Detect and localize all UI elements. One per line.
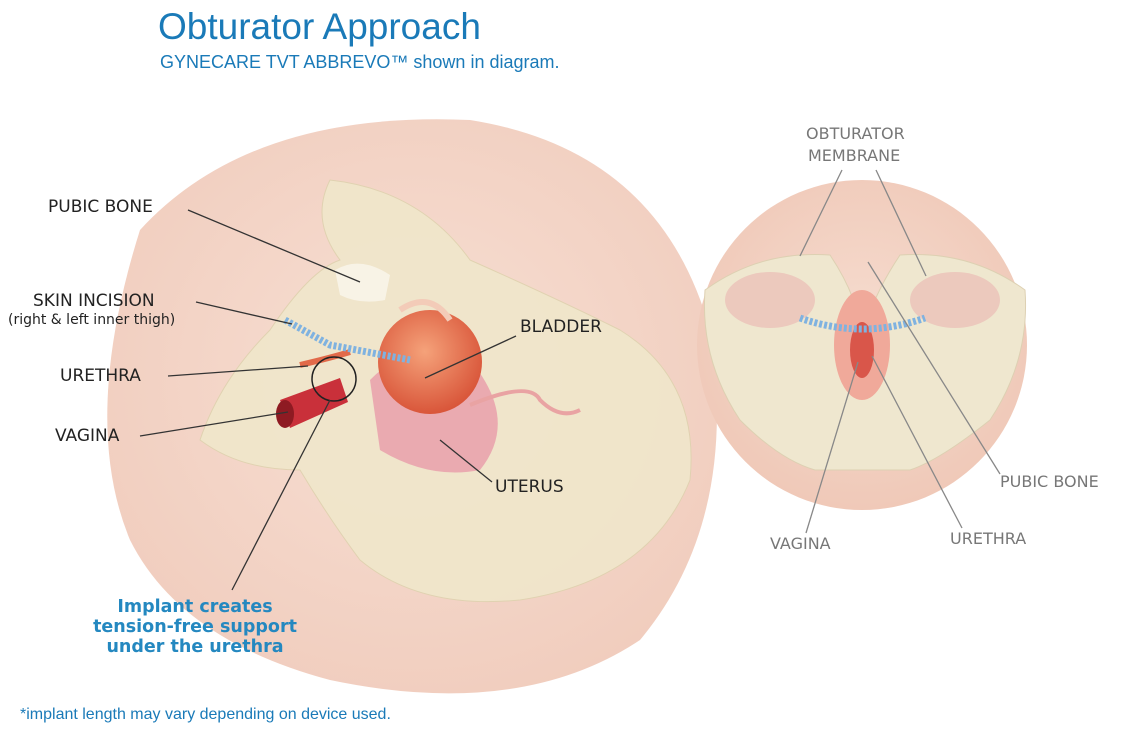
- label-front-vagina: VAGINA: [770, 534, 831, 553]
- label-skin-incision: SKIN INCISION: [33, 291, 155, 311]
- label-skin-incision-note: (right & left inner thigh): [8, 312, 176, 328]
- footnote: *implant length may vary depending on de…: [20, 706, 391, 723]
- label-vagina: VAGINA: [55, 426, 120, 446]
- label-membrane: MEMBRANE: [808, 146, 901, 165]
- label-bladder: BLADDER: [520, 317, 602, 337]
- label-uterus: UTERUS: [495, 477, 564, 497]
- label-front-urethra: URETHRA: [950, 529, 1027, 548]
- page-title: Obturator Approach: [158, 6, 481, 47]
- label-obturator: OBTURATOR: [806, 124, 905, 143]
- page-subtitle: GYNECARE TVT ABBREVO™ shown in diagram.: [160, 52, 560, 72]
- side-view-illustration: [107, 119, 717, 694]
- front-leader-lines: [799, 169, 1001, 534]
- front-view-illustration: [697, 180, 1027, 510]
- label-pubic-bone: PUBIC BONE: [48, 197, 153, 217]
- label-front-pubic-bone: PUBIC BONE: [1000, 472, 1099, 491]
- leader-lines: [139, 209, 517, 591]
- label-urethra: URETHRA: [60, 366, 141, 386]
- implant-callout: Implant creates tension-free support und…: [93, 597, 297, 657]
